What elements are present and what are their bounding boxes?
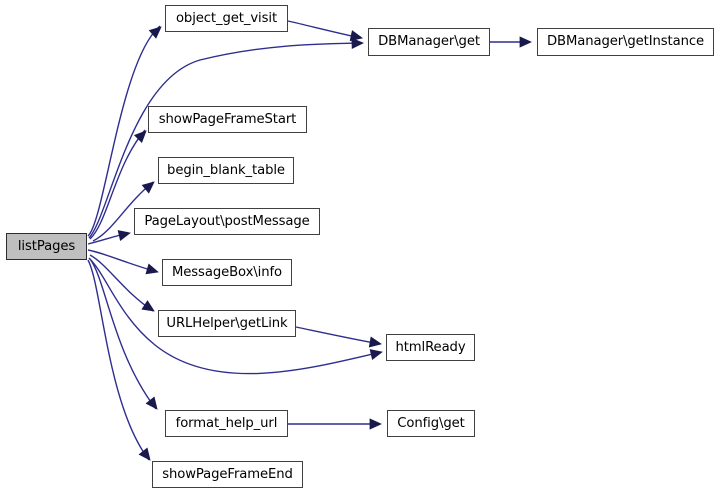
node-showpageframestart[interactable]: showPageFrameStart bbox=[148, 106, 307, 133]
node-object-get-visit[interactable]: object_get_visit bbox=[165, 5, 288, 32]
arrowhead-DBManager_get-DBManager_getInstance bbox=[519, 36, 532, 48]
node-format-help-url[interactable]: format_help_url bbox=[165, 410, 288, 437]
node-label: Config\get bbox=[397, 415, 465, 431]
node-label: begin_blank_table bbox=[167, 162, 285, 178]
edge-listPages-to-object_get_visit bbox=[87, 25, 161, 237]
arrowhead-format_help_url-Config_get bbox=[369, 418, 382, 430]
node-label: listPages bbox=[17, 238, 76, 254]
node-config-get[interactable]: Config\get bbox=[387, 410, 475, 437]
arrowhead-listPages-object_get_visit bbox=[148, 26, 162, 39]
node-pagelayout-postmessage[interactable]: PageLayout\postMessage bbox=[134, 208, 320, 235]
arrowhead-listPages-htmlReady bbox=[369, 349, 383, 361]
arrowhead-URLHelper_getLink-htmlReady bbox=[368, 336, 382, 348]
node-label: PageLayout\postMessage bbox=[144, 213, 310, 229]
edge-object_get_visit-to-DBManager_get bbox=[287, 20, 362, 39]
arrowhead-listPages-URLHelper_getLink bbox=[141, 300, 155, 312]
edge-listPages-to-htmlReady bbox=[88, 257, 382, 375]
node-label: MessageBox\info bbox=[172, 264, 282, 280]
edge-listPages-to-showPageFrameStart bbox=[89, 129, 146, 240]
edge-listPages-to-showPageFrameEnd bbox=[87, 259, 150, 461]
arrowhead-listPages-PageLayout_postMessage bbox=[117, 230, 131, 242]
node-label: object_get_visit bbox=[175, 10, 278, 26]
edge-listPages-to-format_help_url bbox=[89, 258, 157, 410]
arrowhead-object_get_visit-DBManager_get bbox=[349, 30, 363, 42]
arrowhead-listPages-MessageBox_info bbox=[145, 263, 159, 275]
arrowhead-listPages-begin_blank_table bbox=[141, 181, 155, 194]
edge-paths bbox=[87, 20, 530, 461]
arrowhead-listPages-showPageFrameEnd bbox=[138, 447, 151, 461]
edge-listPages-to-DBManager_get bbox=[88, 42, 363, 239]
node-listpages[interactable]: listPages bbox=[6, 233, 87, 260]
arrow-heads bbox=[117, 26, 532, 461]
arrowhead-listPages-format_help_url bbox=[145, 396, 158, 410]
node-label: showPageFrameStart bbox=[158, 111, 297, 127]
node-dbmanager-getinstance[interactable]: DBManager\getInstance bbox=[537, 28, 714, 56]
node-dbmanager-get[interactable]: DBManager\get bbox=[368, 28, 490, 56]
node-messagebox-info[interactable]: MessageBox\info bbox=[162, 259, 292, 286]
node-label: format_help_url bbox=[175, 415, 278, 431]
node-showpageframeend[interactable]: showPageFrameEnd bbox=[152, 461, 303, 488]
arrowhead-listPages-showPageFrameStart bbox=[133, 130, 147, 144]
arrowhead-listPages-DBManager_get bbox=[351, 37, 364, 50]
node-label: showPageFrameEnd bbox=[162, 466, 293, 482]
node-label: DBManager\get bbox=[378, 34, 480, 50]
node-label: DBManager\getInstance bbox=[546, 34, 705, 50]
node-urlhelper-getlink[interactable]: URLHelper\getLink bbox=[158, 310, 296, 337]
edge-URLHelper_getLink-to-htmlReady bbox=[295, 326, 381, 345]
node-htmlready[interactable]: htmlReady bbox=[386, 334, 475, 361]
node-begin-blank-table[interactable]: begin_blank_table bbox=[158, 157, 294, 184]
node-label: URLHelper\getLink bbox=[166, 315, 288, 331]
node-label: htmlReady bbox=[395, 339, 466, 355]
